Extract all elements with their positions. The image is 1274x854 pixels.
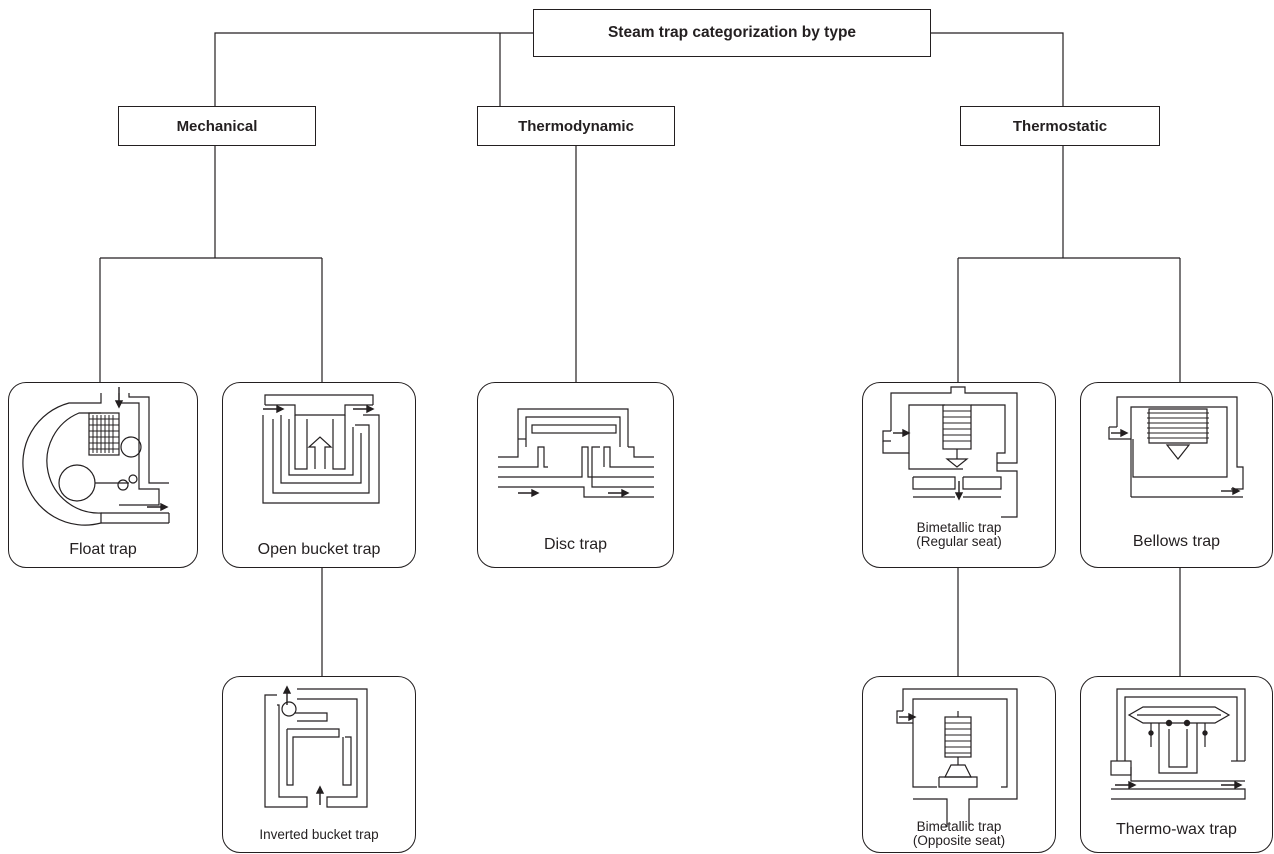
- category-thermostatic-label: Thermostatic: [1012, 117, 1108, 135]
- bimetallic-opposite-trap-label-line2: (Opposite seat): [912, 833, 1006, 848]
- thermo-wax-trap-icon: [1110, 688, 1246, 800]
- float-trap-card: Float trap: [8, 382, 198, 568]
- bimetallic-opposite-trap-label-line1: Bimetallic trap: [916, 819, 1002, 834]
- bimetallic-regular-trap-label-line1: Bimetallic trap: [916, 520, 1002, 535]
- disc-trap-label: Disc trap: [543, 536, 608, 553]
- bimetallic-opposite-trap-icon: [896, 688, 1018, 827]
- bimetallic-opposite-trap-card: Bimetallic trap (Opposite seat): [862, 676, 1056, 853]
- category-thermodynamic-label: Thermodynamic: [518, 117, 634, 135]
- bimetallic-regular-trap-icon: [882, 386, 1018, 518]
- category-thermodynamic-box: Thermodynamic: [477, 106, 675, 146]
- category-thermostatic-box: Thermostatic: [960, 106, 1160, 146]
- category-mechanical-box: Mechanical: [118, 106, 316, 146]
- thermo-wax-trap-label: Thermo-wax trap: [1116, 821, 1237, 838]
- float-trap-label: Float trap: [69, 541, 137, 558]
- inverted-bucket-trap-card: Inverted bucket trap: [222, 676, 416, 853]
- bimetallic-regular-trap-label-line2: (Regular seat): [916, 534, 1002, 549]
- title-box: Steam trap categorization by type: [533, 9, 931, 57]
- open-bucket-trap-label: Open bucket trap: [257, 541, 381, 558]
- bellows-trap-card: Bellows trap: [1080, 382, 1273, 568]
- inverted-bucket-trap-label: Inverted bucket trap: [259, 827, 379, 842]
- disc-trap-card: Disc trap: [477, 382, 674, 568]
- open-bucket-trap-icon: [262, 394, 380, 504]
- thermo-wax-trap-card: Thermo-wax trap: [1080, 676, 1273, 853]
- bimetallic-regular-trap-card: Bimetallic trap (Regular seat): [862, 382, 1056, 568]
- open-bucket-trap-card: Open bucket trap: [222, 382, 416, 568]
- bellows-trap-icon: [1108, 396, 1244, 498]
- category-mechanical-label: Mechanical: [176, 117, 258, 135]
- diagram-title: Steam trap categorization by type: [607, 24, 857, 41]
- inverted-bucket-trap-icon: [264, 685, 368, 808]
- disc-trap-icon: [498, 408, 654, 498]
- float-trap-icon: [22, 387, 170, 526]
- bellows-trap-label: Bellows trap: [1132, 533, 1221, 550]
